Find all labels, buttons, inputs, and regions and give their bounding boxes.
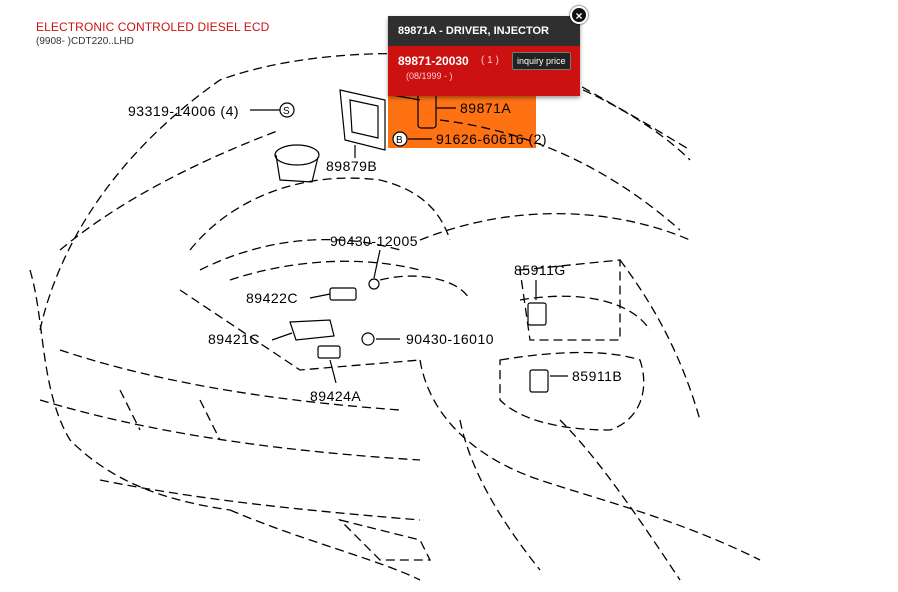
label-85911G[interactable]: 85911G <box>514 262 566 278</box>
popup-title: 89871A - DRIVER, INJECTOR <box>388 16 580 46</box>
label-93319-14006[interactable]: 93319-14006 (4) <box>128 103 239 119</box>
label-89879B[interactable]: 89879B <box>326 158 377 174</box>
label-89422C[interactable]: 89422C <box>246 290 298 306</box>
label-89871A[interactable]: 89871A <box>460 100 511 116</box>
inquiry-price-button[interactable]: inquiry price <box>512 52 571 70</box>
diagram-subtitle: (9908- )CDT220..LHD <box>36 36 134 47</box>
label-91626-60616[interactable]: 91626-60616 (2) <box>436 131 547 147</box>
label-85911B[interactable]: 85911B <box>572 368 622 384</box>
label-89421C[interactable]: 89421C <box>208 331 260 347</box>
popup-date-range: (08/1999 - ) <box>406 71 453 81</box>
symbol-s: S <box>283 106 290 117</box>
symbol-b: B <box>396 135 403 146</box>
popup-part-number[interactable]: 89871-20030 <box>398 54 469 68</box>
label-90430-12005[interactable]: 90430-12005 <box>330 233 418 249</box>
label-90430-16010[interactable]: 90430-16010 <box>406 331 494 347</box>
label-89424A[interactable]: 89424A <box>310 388 361 404</box>
close-icon[interactable]: × <box>570 6 588 24</box>
popup-body: 89871-20030 ( 1 ) (08/1999 - ) inquiry p… <box>388 46 580 96</box>
diagram-title: ELECTRONIC CONTROLED DIESEL ECD <box>36 20 270 34</box>
popup-quantity: ( 1 ) <box>481 55 499 66</box>
part-popup: 89871A - DRIVER, INJECTOR 89871-20030 ( … <box>388 16 580 96</box>
